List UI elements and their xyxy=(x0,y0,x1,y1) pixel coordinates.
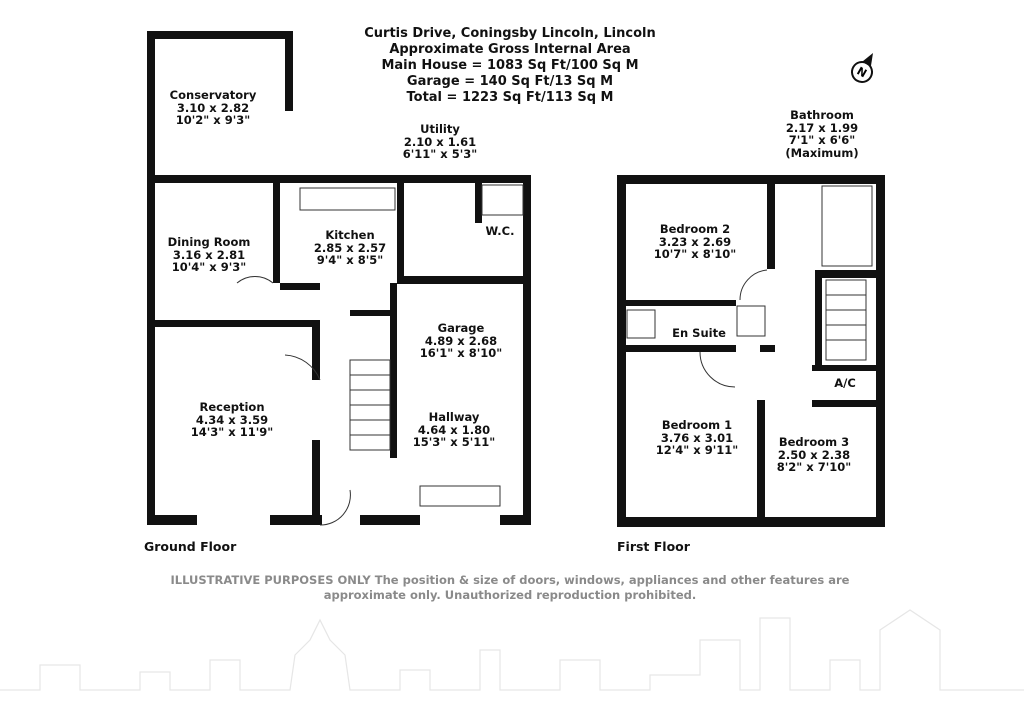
room-name: Bedroom 3 xyxy=(778,435,850,449)
room-metric: 4.34 x 3.59 xyxy=(195,412,269,427)
room-metric: 2.17 x 1.99 xyxy=(785,120,859,135)
room-name: En Suite xyxy=(672,326,726,340)
room-name: Hallway xyxy=(428,410,480,424)
room-name: Conservatory xyxy=(169,88,257,102)
room-imperial: 16'1" x 8'10" xyxy=(419,346,503,360)
room-imperial: 7'1" x 6'6" xyxy=(788,133,856,147)
room-name: Dining Room xyxy=(167,235,251,249)
room-metric: 2.50 x 2.38 xyxy=(777,447,851,462)
walls xyxy=(147,31,885,527)
room-name: W.C. xyxy=(485,224,515,238)
skyline-decoration xyxy=(0,609,1024,691)
room-metric: 2.85 x 2.57 xyxy=(313,240,387,255)
main-house-area: Main House = 1083 Sq Ft/100 Sq M xyxy=(381,58,639,73)
total-area: Total = 1223 Sq Ft/113 Sq M xyxy=(406,90,614,105)
room-imperial: 10'4" x 9'3" xyxy=(171,260,247,274)
room-metric: 4.89 x 2.68 xyxy=(424,333,498,348)
room-ac: A/C xyxy=(834,377,856,390)
ground-floor-label: Ground Floor xyxy=(144,539,237,554)
first-floor-label: First Floor xyxy=(617,539,690,554)
plan-header: Curtis Drive, Coningsby Lincoln, Lincoln… xyxy=(340,26,680,106)
room-metric: 3.76 x 3.01 xyxy=(660,430,734,445)
room-imperial: 6'11" x 5'3" xyxy=(402,147,478,161)
room-en-suite: En Suite xyxy=(672,327,726,340)
room-imperial: 8'2" x 7'10" xyxy=(776,460,852,474)
room-imperial: 9'4" x 8'5" xyxy=(316,253,384,267)
room-name: A/C xyxy=(834,376,856,390)
disclaimer: ILLUSTRATIVE PURPOSES ONLY The position … xyxy=(140,573,880,603)
compass-icon: N xyxy=(851,52,873,83)
room-metric: 3.10 x 2.82 xyxy=(176,100,250,115)
room-name: Bedroom 2 xyxy=(659,222,731,236)
room-name: Utility xyxy=(420,122,460,136)
room-name: Kitchen xyxy=(325,228,375,242)
room-name: Reception xyxy=(199,400,265,414)
room-metric: 2.10 x 1.61 xyxy=(403,134,477,149)
room-imperial: 10'2" x 9'3" xyxy=(175,113,251,127)
room-name: Garage xyxy=(437,321,485,335)
compass-label: N xyxy=(855,64,869,80)
disclaimer-line-2: approximate only. Unauthorized reproduct… xyxy=(323,588,697,602)
area-subtitle: Approximate Gross Internal Area xyxy=(389,42,631,57)
room-name: Bathroom xyxy=(790,108,854,122)
room-imperial: 15'3" x 5'11" xyxy=(412,435,496,449)
garage-area: Garage = 140 Sq Ft/13 Sq M xyxy=(406,74,614,89)
room-imperial: 10'7" x 8'10" xyxy=(653,247,737,261)
room-imperial: 14'3" x 11'9" xyxy=(190,425,274,439)
fixtures xyxy=(236,184,873,526)
room-note: (Maximum) xyxy=(785,145,859,160)
room-imperial: 12'4" x 9'11" xyxy=(655,443,739,457)
room-wc: W.C. xyxy=(486,225,515,238)
disclaimer-line-1: ILLUSTRATIVE PURPOSES ONLY The position … xyxy=(170,573,850,587)
room-metric: 4.64 x 1.80 xyxy=(417,422,491,437)
room-metric: 3.23 x 2.69 xyxy=(658,234,732,249)
address: Curtis Drive, Coningsby Lincoln, Lincoln xyxy=(364,26,656,41)
room-metric: 3.16 x 2.81 xyxy=(172,247,246,262)
room-name: Bedroom 1 xyxy=(661,418,733,432)
